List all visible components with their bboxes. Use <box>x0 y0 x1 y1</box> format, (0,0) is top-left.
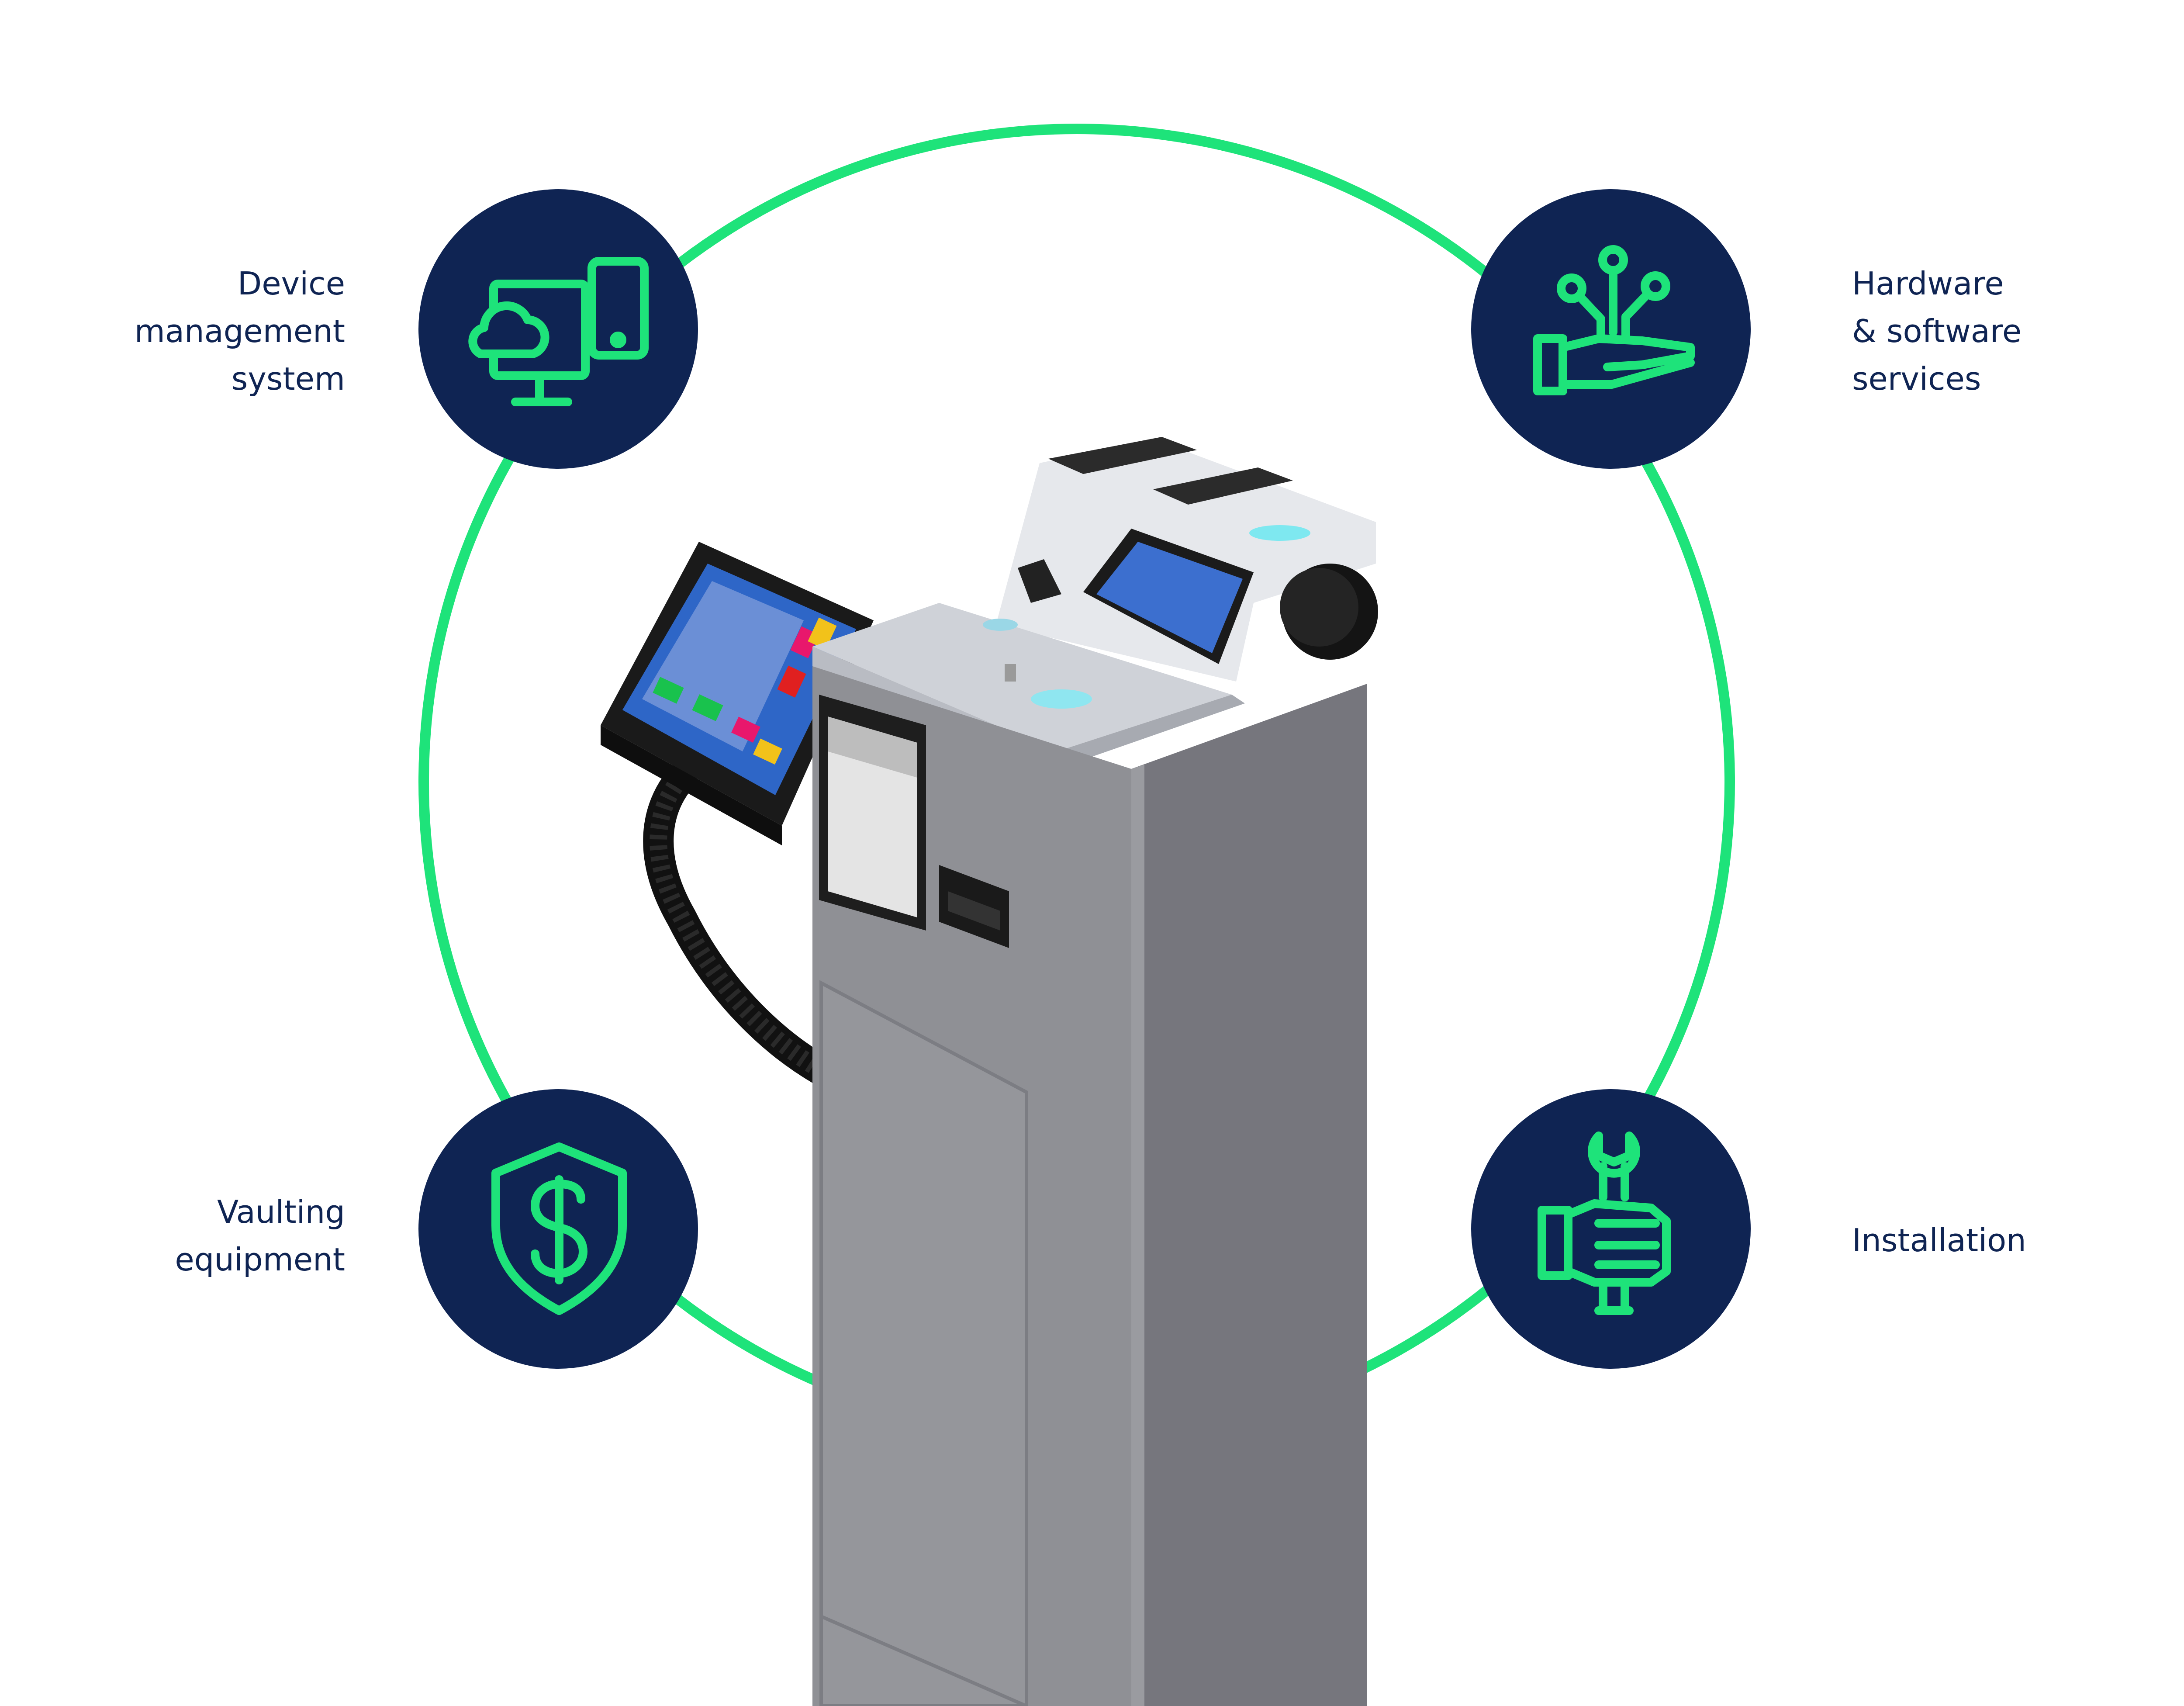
hand-circuit-icon <box>1533 245 1695 395</box>
shield-dollar-icon <box>491 1142 627 1315</box>
label-hardware-software: Hardware & software services <box>1852 265 2022 397</box>
payment-kiosk-illustration <box>601 437 1378 1706</box>
tablet-display <box>601 542 874 845</box>
kiosk-column <box>812 603 1367 1706</box>
badge-hardware-software <box>1471 189 1751 469</box>
hand-wrench-icon <box>1538 1132 1671 1315</box>
badge-device-management <box>418 189 698 469</box>
label-vaulting-equipment: Vaulting equipment <box>175 1194 345 1278</box>
label-device-management: Device management system <box>134 265 345 397</box>
badge-installation <box>1471 1089 1751 1369</box>
label-installation: Installation <box>1852 1222 2026 1259</box>
badge-vaulting-equipment <box>418 1089 698 1369</box>
receipt-printer <box>819 695 926 931</box>
kiosk-head <box>996 437 1378 682</box>
computer-phone-cloud-icon <box>468 257 649 406</box>
